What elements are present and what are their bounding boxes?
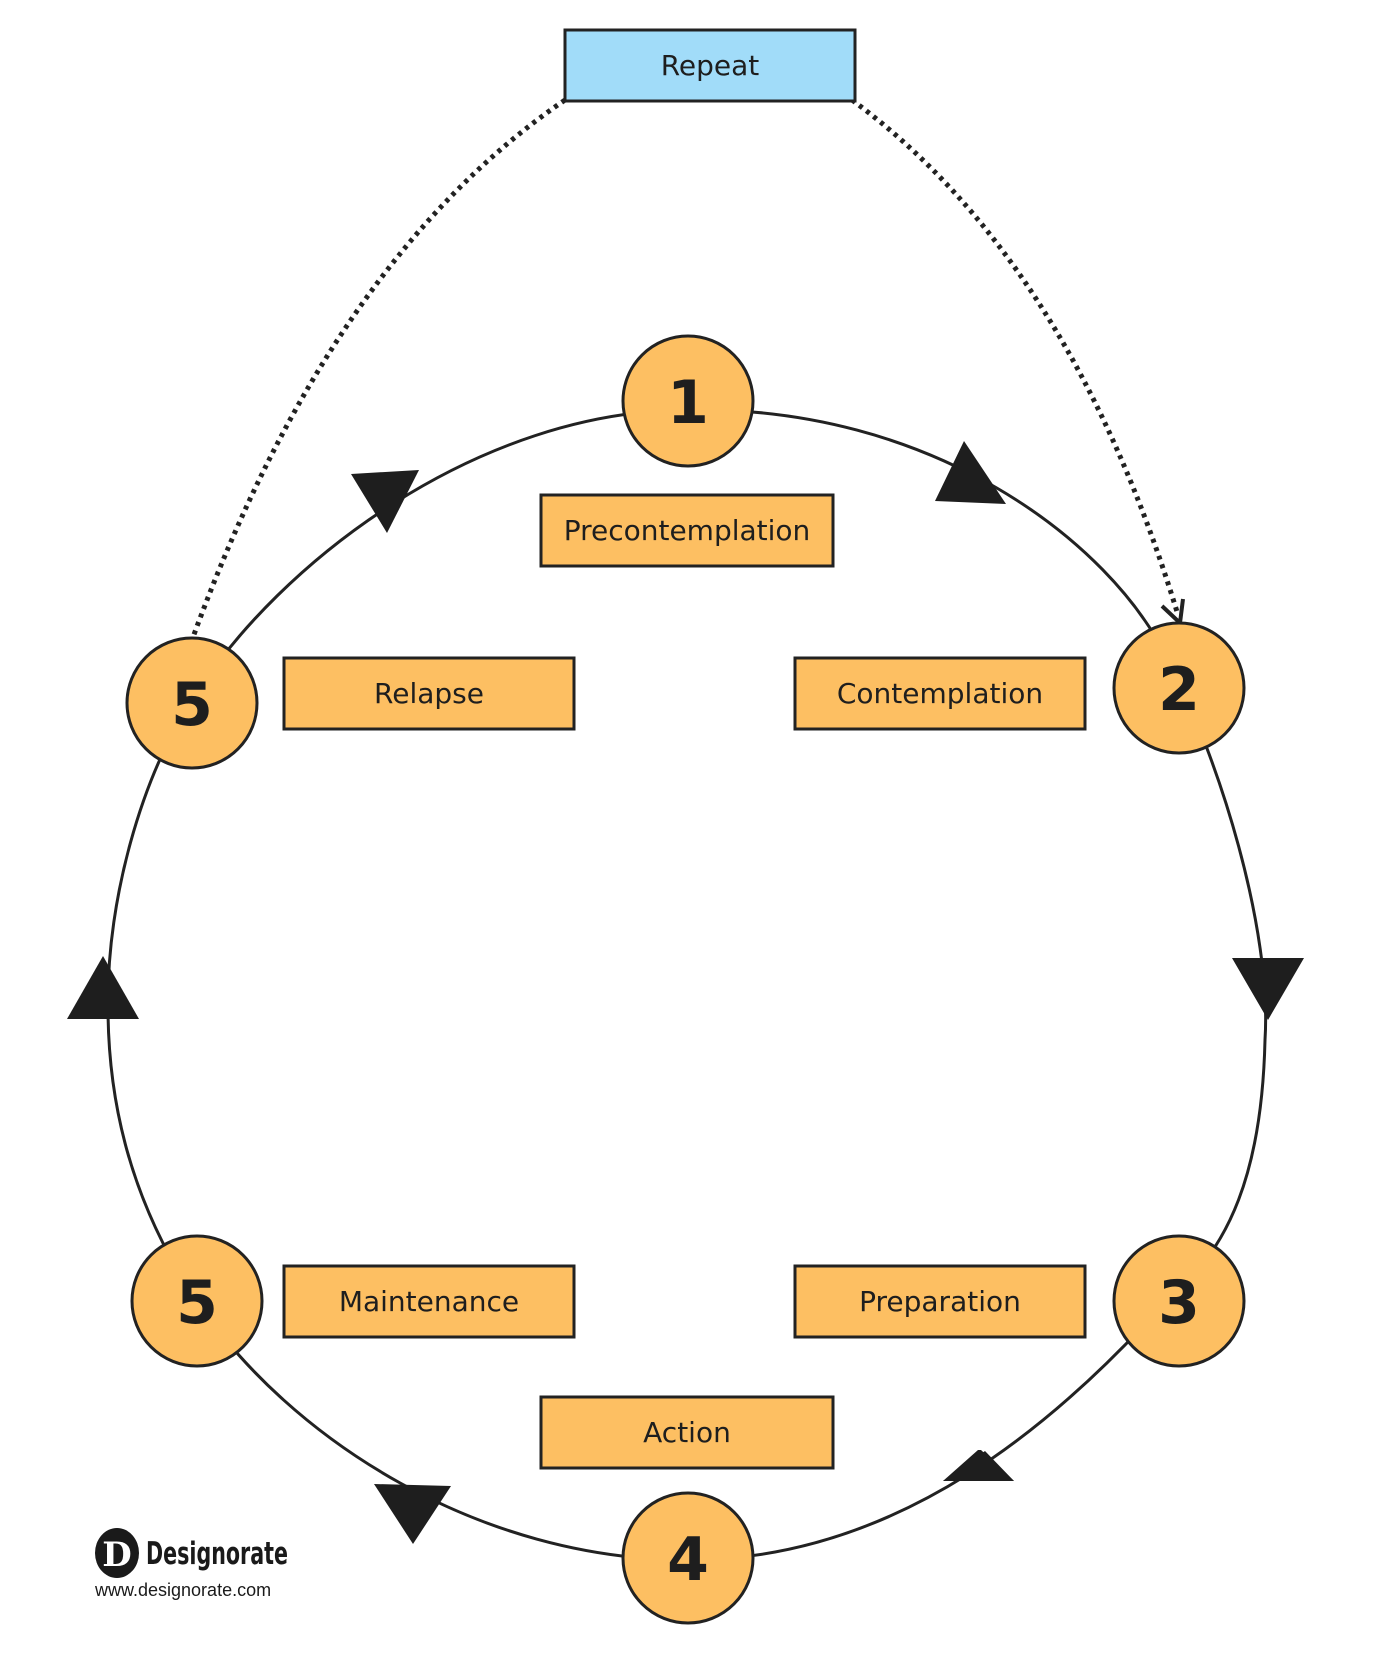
brand-url: www.designorate.com <box>94 1580 271 1600</box>
cycle-arrow-left <box>67 956 139 1019</box>
stage-number-3: 3 <box>1158 1268 1200 1338</box>
logo-letter: D <box>102 1535 131 1575</box>
brand-name: Designorate <box>146 1536 288 1572</box>
stage-box-relapse: Relapse <box>282 656 576 731</box>
stage-number-2: 2 <box>1158 655 1200 725</box>
stage-label-preparation: Preparation <box>859 1285 1021 1318</box>
stage-box-precontemplation: Precontemplation <box>539 493 835 568</box>
designorate-logo-icon: D <box>95 1528 139 1578</box>
stage-label-action: Action <box>643 1416 731 1449</box>
stage-box-preparation: Preparation <box>793 1264 1087 1339</box>
cycle-arrow-top-right <box>935 441 1006 504</box>
stage-node-relapse: 5 <box>125 636 259 770</box>
cycle-arrow-bottom-right-tip <box>943 1450 1014 1481</box>
stage-node-4: 4 <box>621 1491 755 1625</box>
cycle-arrow-top-left <box>351 470 419 533</box>
cycle-arrow-right <box>1232 958 1304 1020</box>
repeat-connector-left <box>189 97 567 641</box>
repeat-box: Repeat <box>563 28 857 103</box>
repeat-label: Repeat <box>661 49 760 82</box>
stage-label-precontemplation: Precontemplation <box>564 514 811 547</box>
stage-number-4: 4 <box>667 1525 709 1595</box>
cycle-arrow-bottom-left <box>374 1484 451 1544</box>
stage-box-contemplation: Contemplation <box>793 656 1087 731</box>
stage-node-3: 3 <box>1112 1234 1246 1368</box>
stage-node-2: 2 <box>1112 621 1246 755</box>
stage-number-relapse: 5 <box>171 670 213 740</box>
cycle-loop <box>106 408 1268 1562</box>
stage-box-action: Action <box>539 1395 835 1470</box>
stage-box-maintenance: Maintenance <box>282 1264 576 1339</box>
stage-number-maintenance: 5 <box>176 1268 218 1338</box>
stage-number-1: 1 <box>667 368 709 438</box>
stage-label-maintenance: Maintenance <box>339 1285 519 1318</box>
brand-block: D Designorate www.designorate.com <box>94 1528 288 1600</box>
stage-node-1: 1 <box>621 334 755 468</box>
repeat-connector-right <box>850 97 1181 616</box>
stage-label-contemplation: Contemplation <box>837 677 1043 710</box>
stage-node-maintenance: 5 <box>130 1234 264 1368</box>
stage-label-relapse: Relapse <box>374 677 484 710</box>
